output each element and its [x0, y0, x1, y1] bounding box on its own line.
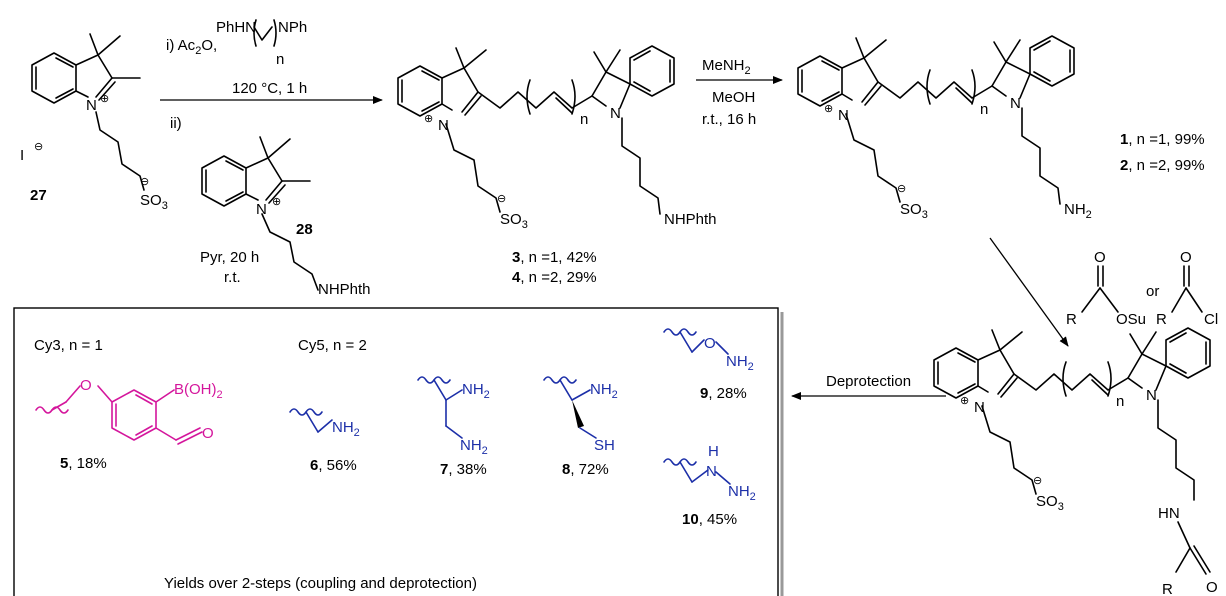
dye-12-structure [797, 35, 1075, 205]
amide-dye-sulfonate-charge: ⊖ [1033, 475, 1042, 487]
dye-34-plus-charge: ⊕ [424, 113, 433, 125]
compound-27-sulfonate: SO3 [140, 192, 168, 212]
dye-12-nitrogen-right: N [1010, 95, 1021, 112]
entry-7-amine-2: NH2 [460, 437, 488, 457]
entry-9-amine: NH2 [726, 353, 754, 373]
product-1-entry: 1, n =1, 99% [1120, 131, 1205, 148]
acid-chloride-r: R [1156, 311, 1167, 328]
entry-9-structure [663, 328, 729, 355]
compound-28-nitrogen: N [256, 201, 267, 218]
dye-12-plus-charge: ⊕ [824, 103, 833, 115]
product-3-entry: 3, n =1, 42% [512, 249, 597, 266]
entry-8-thiol: SH [594, 437, 615, 454]
compound-28-label: 28 [296, 221, 313, 238]
entry-9-yield: 9, 28% [700, 385, 747, 402]
dye-34-n: n [580, 111, 588, 128]
entry-5-boronic-acid: B(OH)2 [174, 381, 223, 401]
coupling-arrow [989, 237, 1069, 347]
entry-10-amine: NH2 [728, 483, 756, 503]
step1-conditions-pyr: Pyr, 20 h [200, 249, 259, 266]
amide-dye-structure [933, 327, 1211, 575]
acid-chloride-structure [1171, 265, 1203, 313]
compound-27-sulfonate-charge: ⊖ [140, 176, 149, 188]
diamine-n: n [276, 51, 284, 68]
step2-reagent: MeNH2 [702, 57, 751, 77]
compound-27-counterion: I [20, 147, 24, 164]
entry-5-ether-o: O [80, 377, 92, 394]
product-4-entry: 4, n =2, 29% [512, 269, 597, 286]
amide-dye-r: R [1162, 581, 1173, 596]
reagent-i: i) Ac2O, [166, 37, 217, 57]
diamine-left: PhHN [216, 19, 256, 36]
acid-chloride-cl: Cl [1204, 311, 1218, 328]
compound-27-label: 27 [30, 187, 47, 204]
entry-8-amine: NH2 [590, 381, 618, 401]
dye-34-tail: NHPhth [664, 211, 717, 228]
dye-12-amine: NH2 [1064, 201, 1092, 221]
diamine-right: NPh [278, 19, 307, 36]
entry-5-yield: 5, 18% [60, 455, 107, 472]
amide-dye-nitrogen-left: N [974, 399, 985, 416]
cy3-header: Cy3, n = 1 [34, 337, 103, 354]
compound-27-nitrogen: N [86, 97, 97, 114]
entry-7-amine-1: NH2 [462, 381, 490, 401]
diamine-bracket [253, 19, 277, 47]
dye-34-sulfonate-charge: ⊖ [497, 193, 506, 205]
dye-12-nitrogen-left: N [838, 107, 849, 124]
dye-12-sulfonate: SO3 [900, 201, 928, 221]
dye-34-sulfonate: SO3 [500, 211, 528, 231]
compound-27-counterion-charge: ⊖ [34, 141, 43, 153]
reagent-ii: ii) [170, 115, 182, 132]
diamine-linker [253, 26, 273, 41]
entry-5-structure [35, 385, 203, 445]
amide-dye-o: O [1206, 579, 1218, 596]
step1-temperature: 120 °C, 1 h [232, 80, 307, 97]
compound-27-structure [31, 33, 145, 191]
entry-9-oxygen: O [704, 335, 716, 352]
amide-dye-n: n [1116, 393, 1124, 410]
dye-12-sulfonate-charge: ⊖ [897, 183, 906, 195]
entry-7-structure [417, 376, 463, 439]
amide-dye-sulfonate: SO3 [1036, 493, 1064, 513]
step1-conditions-rt: r.t. [224, 269, 241, 286]
nhs-ester-r: R [1066, 311, 1077, 328]
compound-28-tail: NHPhth [318, 281, 371, 298]
products-box [13, 307, 779, 596]
amide-dye-nitrogen-right: N [1146, 387, 1157, 404]
dye-34-structure [397, 45, 675, 215]
product-2-entry: 2, n =2, 99% [1120, 157, 1205, 174]
compound-28-structure [201, 136, 319, 291]
amide-dye-plus-charge: ⊕ [960, 395, 969, 407]
compound-27-plus-charge: ⊕ [100, 93, 109, 105]
step2-conditions: r.t., 16 h [702, 111, 756, 128]
dye-12-n: n [980, 101, 988, 118]
entry-10-hydrogen: H [708, 443, 719, 460]
entry-10-structure [663, 458, 731, 485]
nhs-ester-osu: OSu [1116, 311, 1146, 328]
entry-8-structure [543, 376, 597, 439]
deprotection-label: Deprotection [826, 373, 911, 390]
dye-34-nitrogen-right: N [610, 105, 621, 122]
entry-5-aldehyde-o: O [202, 425, 214, 442]
nhs-ester-structure [1081, 265, 1119, 313]
entry-10-yield: 10, 45% [682, 511, 737, 528]
amide-dye-hn: HN [1158, 505, 1180, 522]
cy5-header: Cy5, n = 2 [298, 337, 367, 354]
coupling-or: or [1146, 283, 1159, 300]
entry-6-amine: NH2 [332, 419, 360, 439]
entry-10-nitrogen: N [706, 463, 717, 480]
entry-6-structure [289, 408, 333, 433]
products-box-footer: Yields over 2-steps (coupling and deprot… [164, 575, 477, 592]
compound-28-plus-charge: ⊕ [272, 196, 281, 208]
nhs-ester-carbonyl-o: O [1094, 249, 1106, 266]
step2-solvent: MeOH [712, 89, 755, 106]
acid-chloride-carbonyl-o: O [1180, 249, 1192, 266]
dye-34-nitrogen-left: N [438, 117, 449, 134]
entry-7-yield: 7, 38% [440, 461, 487, 478]
entry-6-yield: 6, 56% [310, 457, 357, 474]
entry-8-yield: 8, 72% [562, 461, 609, 478]
